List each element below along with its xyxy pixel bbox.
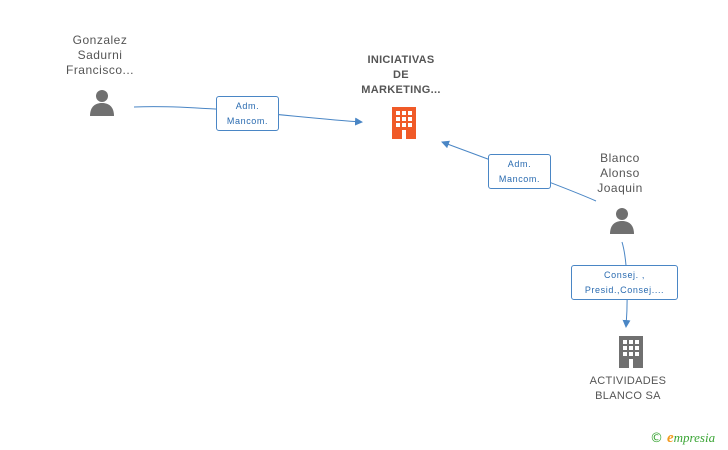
copyright-symbol: ©	[650, 431, 663, 446]
building-icon[interactable]	[389, 105, 419, 139]
label-line: Presid.,Consej....	[584, 285, 665, 295]
person-name[interactable]: Gonzalez Sadurni Francisco...	[50, 33, 150, 78]
label-line: Consej. ,	[604, 270, 645, 280]
label-line: Adm.	[507, 159, 532, 169]
relation-label: Consej. , Presid.,Consej....	[571, 265, 678, 300]
brand-initial: e	[667, 430, 674, 446]
name-line: Alonso	[600, 166, 640, 180]
name-line: BLANCO SA	[595, 390, 661, 402]
company-name[interactable]: INICIATIVAS DE MARKETING...	[341, 53, 461, 98]
name-line: INICIATIVAS	[367, 54, 435, 66]
name-line: Sadurni	[77, 48, 123, 62]
empresia-watermark: © empresia	[650, 430, 715, 447]
person-name[interactable]: Blanco Alonso Joaquin	[570, 151, 670, 196]
name-line: DE	[393, 69, 409, 81]
company-name[interactable]: ACTIVIDADES BLANCO SA	[568, 374, 688, 404]
name-line: Gonzalez	[72, 33, 128, 47]
building-icon[interactable]	[616, 334, 646, 368]
name-line: MARKETING...	[361, 84, 441, 96]
relation-label: Adm. Mancom.	[488, 154, 551, 189]
brand-name: mpresia	[673, 430, 716, 445]
label-line: Mancom.	[226, 116, 269, 126]
name-line: ACTIVIDADES	[589, 375, 667, 387]
label-line: Adm.	[235, 101, 260, 111]
name-line: Blanco	[600, 151, 640, 165]
name-line: Francisco...	[65, 63, 134, 77]
relation-label: Adm. Mancom.	[216, 96, 279, 131]
label-line: Mancom.	[498, 174, 541, 184]
person-icon[interactable]	[88, 88, 116, 116]
name-line: Joaquin	[597, 181, 643, 195]
person-icon[interactable]	[608, 206, 636, 234]
